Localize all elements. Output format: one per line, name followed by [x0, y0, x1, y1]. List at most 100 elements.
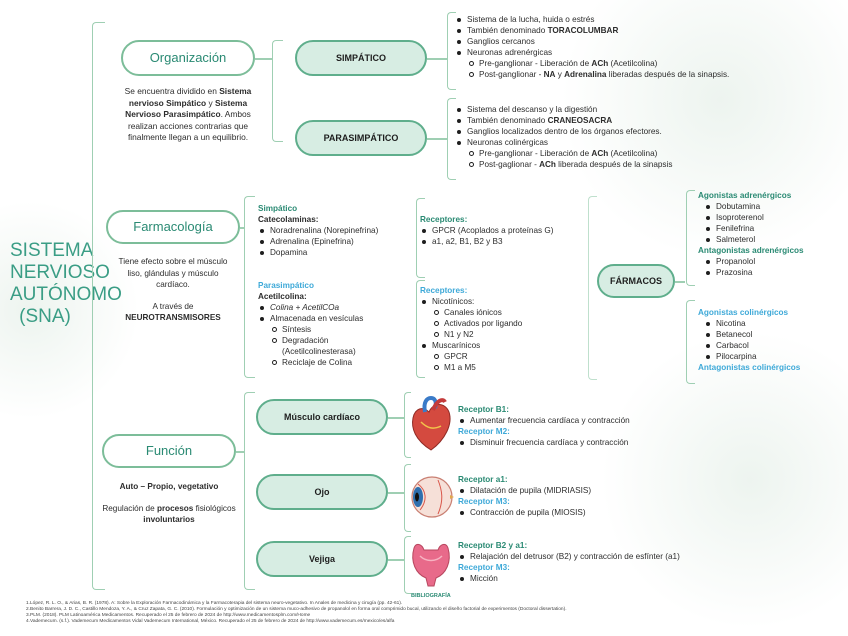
receptores-colinergicos: Receptores: Nicotínicos: Canales iónicos…	[420, 285, 590, 373]
organizacion-description: Se encuentra dividido en Sistema nervios…	[124, 86, 252, 142]
list-subitem: Síntesis	[258, 324, 418, 335]
bibliografia-title: BIBLIOGRAFÍA	[411, 593, 451, 599]
list-item: Neuronas adrenérgicas	[455, 47, 835, 58]
list-item: Contracción de pupila (MIOSIS)	[458, 507, 838, 518]
list-subitem: Post-ganglionar - NA y Adrenalina libera…	[455, 69, 835, 80]
list-item: Dilatación de pupila (MIDRIASIS)	[458, 485, 838, 496]
rec1-bracket	[416, 198, 425, 278]
list-subitem: Post-gaglionar - ACh liberada después de…	[455, 159, 835, 170]
list-item: Fenilefrina	[704, 223, 843, 234]
list-item: Ganglios localizados dentro de los órgan…	[455, 126, 835, 137]
list-item: Sistema de la lucha, huida o estrés	[455, 14, 835, 25]
farmacologia-node[interactable]: Farmacología	[106, 210, 240, 244]
ojo-receptores: Receptor a1: Dilatación de pupila (MIDRI…	[458, 474, 838, 518]
farmacos-bracket-bottom	[686, 300, 695, 384]
vejiga-node[interactable]: Vejiga	[256, 541, 388, 577]
list-subitem: Degradación (Acetilcolinesterasa)	[258, 335, 402, 357]
list-item: Carbacol	[704, 340, 843, 351]
list-item: Almacenada en vesículas	[258, 313, 418, 324]
farmacos-left-bracket	[588, 196, 597, 380]
list-item: Disminuir frecuencia cardíaca y contracc…	[458, 437, 838, 448]
connector	[236, 451, 244, 453]
list-item: Colina + AcetilCOa	[258, 302, 418, 313]
funcion-bracket	[244, 392, 255, 590]
musculo-cardiaco-node[interactable]: Músculo cardíaco	[256, 399, 388, 435]
funcion-node[interactable]: Función	[102, 434, 236, 468]
list-item: Dobutamina	[704, 201, 843, 212]
simpatico-neurotransmisores: Simpático Catecolaminas: Noradrenalina (…	[258, 203, 418, 258]
list-subitem: Canales iónicos	[420, 307, 590, 318]
connector	[240, 227, 244, 229]
parasimpatico-node[interactable]: PARASIMPÁTICO	[295, 120, 427, 156]
bibliografia-list: 1.López, R. L. O., & Arias, B. R. (1978)…	[26, 601, 826, 625]
reference: 2.Benito Barrera, J. D. C., Castillo Men…	[26, 607, 567, 612]
list-item: También denominado CRANEOSACRA	[455, 115, 835, 126]
connector	[388, 417, 404, 419]
farmacos-adrenergicos: Agonistas adrenérgicos Dobutamina Isopro…	[698, 190, 843, 278]
connector	[388, 559, 404, 561]
main-bracket	[92, 22, 105, 590]
list-item: Nicotina	[704, 318, 843, 329]
farma-bracket	[244, 196, 255, 378]
list-item: Prazosina	[704, 267, 843, 278]
list-item: Neuronas colinérgicas	[455, 137, 835, 148]
connector	[427, 58, 447, 60]
list-item: Pilocarpina	[704, 351, 843, 362]
receptores-adrenergicos: Receptores: GPCR (Acoplados a proteínas …	[420, 214, 590, 247]
list-item: También denominado TORACOLUMBAR	[455, 25, 835, 36]
list-item: Adrenalina (Epinefrina)	[258, 236, 418, 247]
bladder-icon	[412, 543, 450, 587]
list-item: Sistema del descanso y la digestión	[455, 104, 835, 115]
farmacos-node[interactable]: FÁRMACOS	[597, 264, 675, 298]
reference: 3.PLM. (2018). PLM Latinoamérica Medicam…	[26, 613, 311, 618]
farmacos-colinergicos: Agonistas colinérgicos Nicotina Betaneco…	[698, 307, 843, 373]
list-item: Ganglios cercanos	[455, 36, 835, 47]
reference: 4.Vademecum. (s.f.). Vademecum Medicamen…	[26, 619, 395, 624]
list-subitem: M1 a M5	[420, 362, 590, 373]
list-item: Isoproterenol	[704, 212, 843, 223]
main-title: SISTEMA NERVIOSO AUTÓNOMO (SNA)	[10, 240, 122, 327]
list-subitem: Activados por ligando	[420, 318, 590, 329]
farmacologia-description: Tiene efecto sobre el músculo liso, glán…	[118, 257, 228, 322]
farmacos-bracket-top	[686, 190, 695, 286]
vejiga-receptores: Receptor B2 y a1: Relajación del detruso…	[458, 540, 838, 584]
connector	[255, 58, 272, 60]
ojo-bracket	[404, 464, 411, 532]
connector	[427, 138, 447, 140]
list-item: Dopamina	[258, 247, 418, 258]
list-subitem: N1 y N2	[420, 329, 590, 340]
musculo-receptores: Receptor B1: Aumentar frecuencia cardíac…	[458, 404, 838, 448]
parasimpatico-bracket	[447, 98, 456, 180]
list-item: Muscarínicos	[420, 340, 590, 351]
list-subitem: Reciclaje de Colina	[258, 357, 418, 368]
simpatico-details: Sistema de la lucha, huida o estrés Tamb…	[455, 14, 835, 80]
eye-icon	[411, 476, 454, 518]
musculo-bracket	[404, 392, 411, 458]
ojo-node[interactable]: Ojo	[256, 474, 388, 510]
list-item: Propanolol	[704, 256, 843, 267]
list-subitem: Pre-ganglionar - Liberación de ACh (Acet…	[455, 58, 835, 69]
list-item: GPCR (Acoplados a proteínas G)	[420, 225, 590, 236]
organizacion-node[interactable]: Organización	[121, 40, 255, 76]
parasimpatico-details: Sistema del descanso y la digestión Tamb…	[455, 104, 835, 170]
org-bracket	[272, 40, 283, 142]
parasimpatico-neurotransmisores: Parasimpático Acetilcolina: Colina + Ace…	[258, 280, 418, 368]
list-item: Noradrenalina (Norepinefrina)	[258, 225, 418, 236]
list-item: Nicotínicos:	[420, 296, 590, 307]
list-subitem: Pre-ganglionar - Liberación de ACh (Acet…	[455, 148, 835, 159]
funcion-description: Auto – Propio, vegetativo Regulación de …	[102, 482, 236, 524]
vejiga-bracket	[404, 536, 411, 594]
list-item: Betanecol	[704, 329, 843, 340]
simpatico-node[interactable]: SIMPÁTICO	[295, 40, 427, 76]
list-item: Micción	[458, 573, 838, 584]
list-subitem: GPCR	[420, 351, 590, 362]
list-item: Aumentar frecuencia cardíaca y contracci…	[458, 415, 838, 426]
list-item: Relajación del detrusor (B2) y contracci…	[458, 551, 838, 562]
reference: 1.López, R. L. O., & Arias, B. R. (1978)…	[26, 601, 403, 606]
connector	[675, 281, 685, 283]
simpatico-bracket	[447, 12, 456, 90]
list-item: Salmeterol	[704, 234, 843, 245]
heart-icon	[412, 395, 451, 451]
rec2-bracket	[416, 280, 425, 378]
connector	[388, 492, 404, 494]
